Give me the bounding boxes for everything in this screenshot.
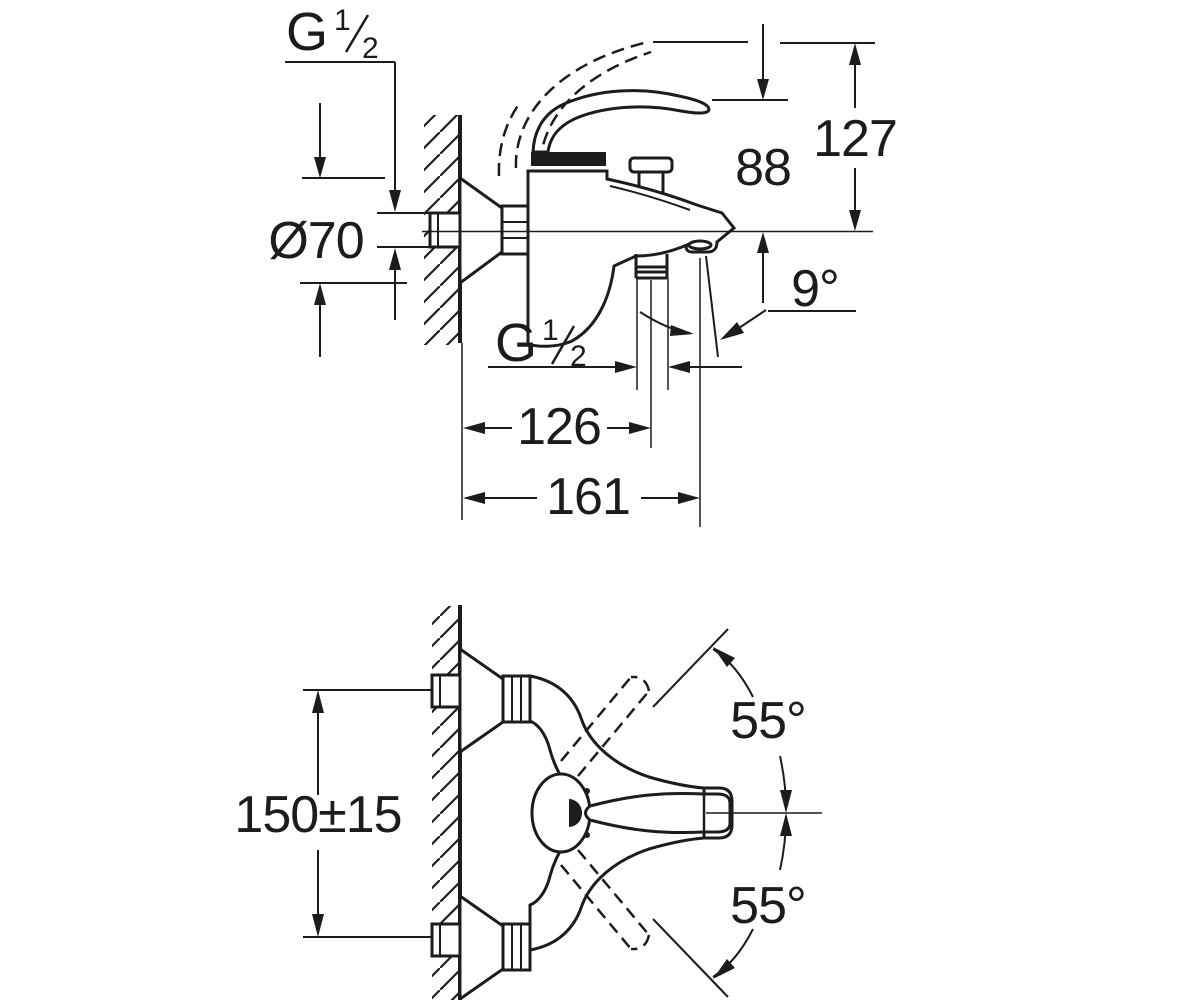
dim-outlet-thread: G 1 2 [488, 313, 742, 373]
lever-front [584, 791, 732, 835]
wall-to-outlet-label: 126 [517, 398, 601, 456]
mixer-body-front [528, 674, 734, 952]
wall-to-spout-label: 161 [546, 468, 630, 526]
swing-up-label: 55° [730, 692, 806, 750]
outlet-thread-numerator: 1 [542, 314, 559, 347]
wall-section-side [424, 115, 463, 520]
lower-connection [430, 893, 532, 1000]
dim-wall-to-spout: 161 [463, 468, 700, 526]
dim-escutcheon-diameter: Ø70 [268, 103, 407, 357]
open-handle-height-label: 127 [813, 110, 897, 168]
dim-wall-to-outlet: 126 [463, 398, 651, 456]
indicator-dot [569, 799, 582, 827]
lever-handle-side [531, 89, 711, 166]
upper-connection [430, 646, 532, 755]
handle-height-label: 88 [735, 139, 791, 197]
dim-open-handle-height: 127 [653, 41, 898, 231]
escutcheon-side [458, 175, 504, 286]
spout-angle-label: 9° [791, 260, 839, 318]
lever-rotated-down-dashed [560, 849, 651, 951]
shower-outlet-nipple [634, 254, 669, 280]
extension-lines [636, 255, 719, 527]
inlet-thread-symbol: G [286, 2, 328, 62]
side-view: G 1 2 Ø70 88 [268, 2, 898, 527]
dim-swing-down: 55° [652, 813, 807, 998]
lever-handle-raised-dashed [497, 40, 652, 177]
swing-down-label: 55° [730, 877, 806, 935]
dim-swing-up: 55° [652, 628, 807, 813]
escutcheon-diameter-label: Ø70 [268, 212, 363, 270]
inlet-thread-denominator: 2 [362, 32, 379, 65]
inlet-connector [428, 211, 462, 249]
front-view: 150±15 [234, 605, 822, 1000]
outlet-thread-symbol: G [495, 313, 537, 373]
outlet-thread-denominator: 2 [570, 340, 587, 373]
mixer-body-side [526, 169, 737, 348]
dim-inlet-thread: G 1 2 [285, 2, 430, 320]
inlet-thread-numerator: 1 [334, 4, 351, 37]
lever-rotated-up-dashed [560, 675, 651, 777]
dim-connection-spacing: 150±15 [234, 689, 432, 938]
dim-spout-angle: 9° [639, 260, 856, 340]
hex-nut-side [500, 204, 530, 256]
connection-spacing-label: 150±15 [234, 786, 401, 844]
dim-handle-height: 88 [712, 24, 792, 303]
